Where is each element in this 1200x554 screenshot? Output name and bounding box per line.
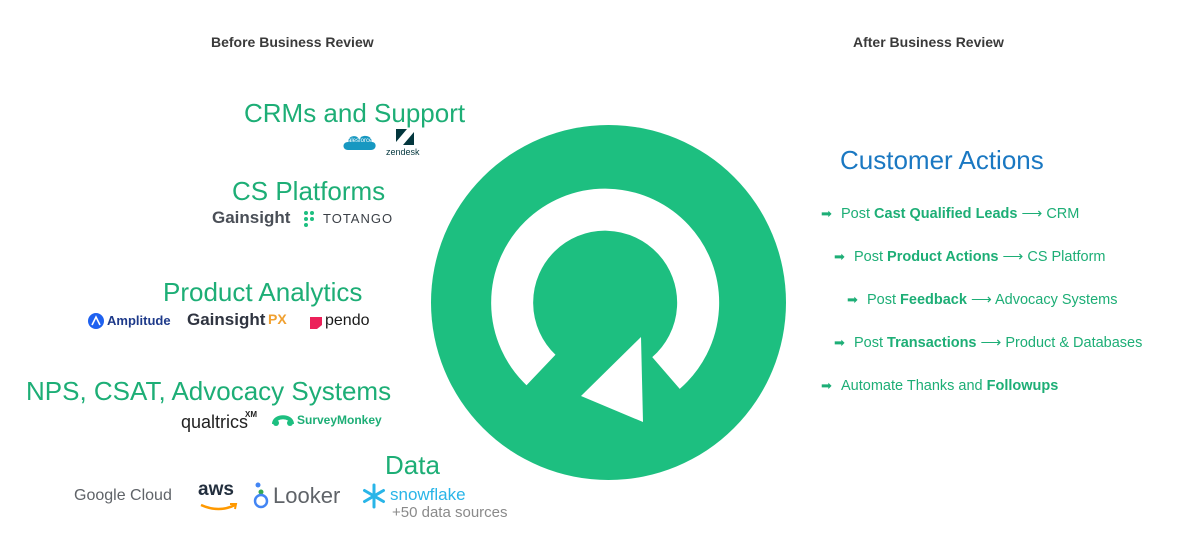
gainsight-px-logo: Gainsight (187, 310, 266, 329)
amplitude-logo: Amplitude (107, 313, 171, 328)
category-cs-platforms: CS Platforms (232, 176, 386, 206)
snowflake-icon (361, 483, 387, 509)
surveymonkey-icon (272, 412, 294, 426)
looker-icon (252, 481, 270, 509)
gainsight-logo: Gainsight (212, 208, 291, 227)
arrow-right-icon: ➡ (821, 378, 832, 393)
arrow-right-icon: ➡ (834, 249, 845, 264)
aws-smile-icon (199, 500, 239, 511)
qualtrics-logo: qualtrics (181, 412, 249, 432)
after-review-header: After Business Review (853, 34, 1004, 50)
cycle-ring (491, 188, 720, 389)
google-cloud-logo: Google Cloud (74, 487, 172, 504)
snowflake-logo: snowflake (390, 485, 466, 504)
aws-logo: aws (198, 479, 234, 500)
pendo-logo: pendo (325, 312, 370, 329)
pendo-icon (309, 316, 323, 330)
action-item-1: ➡Post Cast Qualified Leads ⟶ CRM (821, 206, 1080, 222)
category-crms-support: CRMs and Support (244, 98, 466, 128)
category-data: Data (385, 450, 440, 480)
customer-actions-title: Customer Actions (840, 145, 1044, 175)
qualtrics-xm-mark: XM (245, 410, 257, 419)
looker-logo: Looker (273, 483, 341, 508)
review-cycle-graphic (431, 125, 786, 480)
action-item-3: ➡Post Feedback ⟶ Advocacy Systems (847, 292, 1118, 308)
totango-icon (303, 210, 317, 227)
salesforce-logo: salesforce (340, 130, 378, 156)
zendesk-logo: zendesk (386, 128, 426, 160)
gainsight-px-suffix: PX (268, 311, 287, 327)
cycle-arrowhead (581, 337, 643, 422)
category-product-analytics: Product Analytics (163, 277, 363, 307)
action-item-5: ➡Automate Thanks and Followups (821, 378, 1059, 394)
totango-logo: TOTANGO (323, 211, 394, 226)
before-review-header: Before Business Review (211, 34, 374, 50)
surveymonkey-logo: SurveyMonkey (297, 413, 382, 427)
amplitude-icon (88, 313, 104, 329)
action-item-2: ➡Post Product Actions ⟶ CS Platform (834, 249, 1106, 265)
data-sources-count: +50 data sources (392, 504, 508, 521)
cycle-background-circle (431, 125, 786, 480)
category-nps-csat-advocacy: NPS, CSAT, Advocacy Systems (26, 376, 392, 406)
action-item-4: ➡Post Transactions ⟶ Product & Databases (834, 335, 1143, 351)
arrow-right-icon: ➡ (834, 335, 845, 350)
arrow-right-icon: ➡ (821, 206, 832, 221)
arrow-right-icon: ➡ (847, 292, 858, 307)
